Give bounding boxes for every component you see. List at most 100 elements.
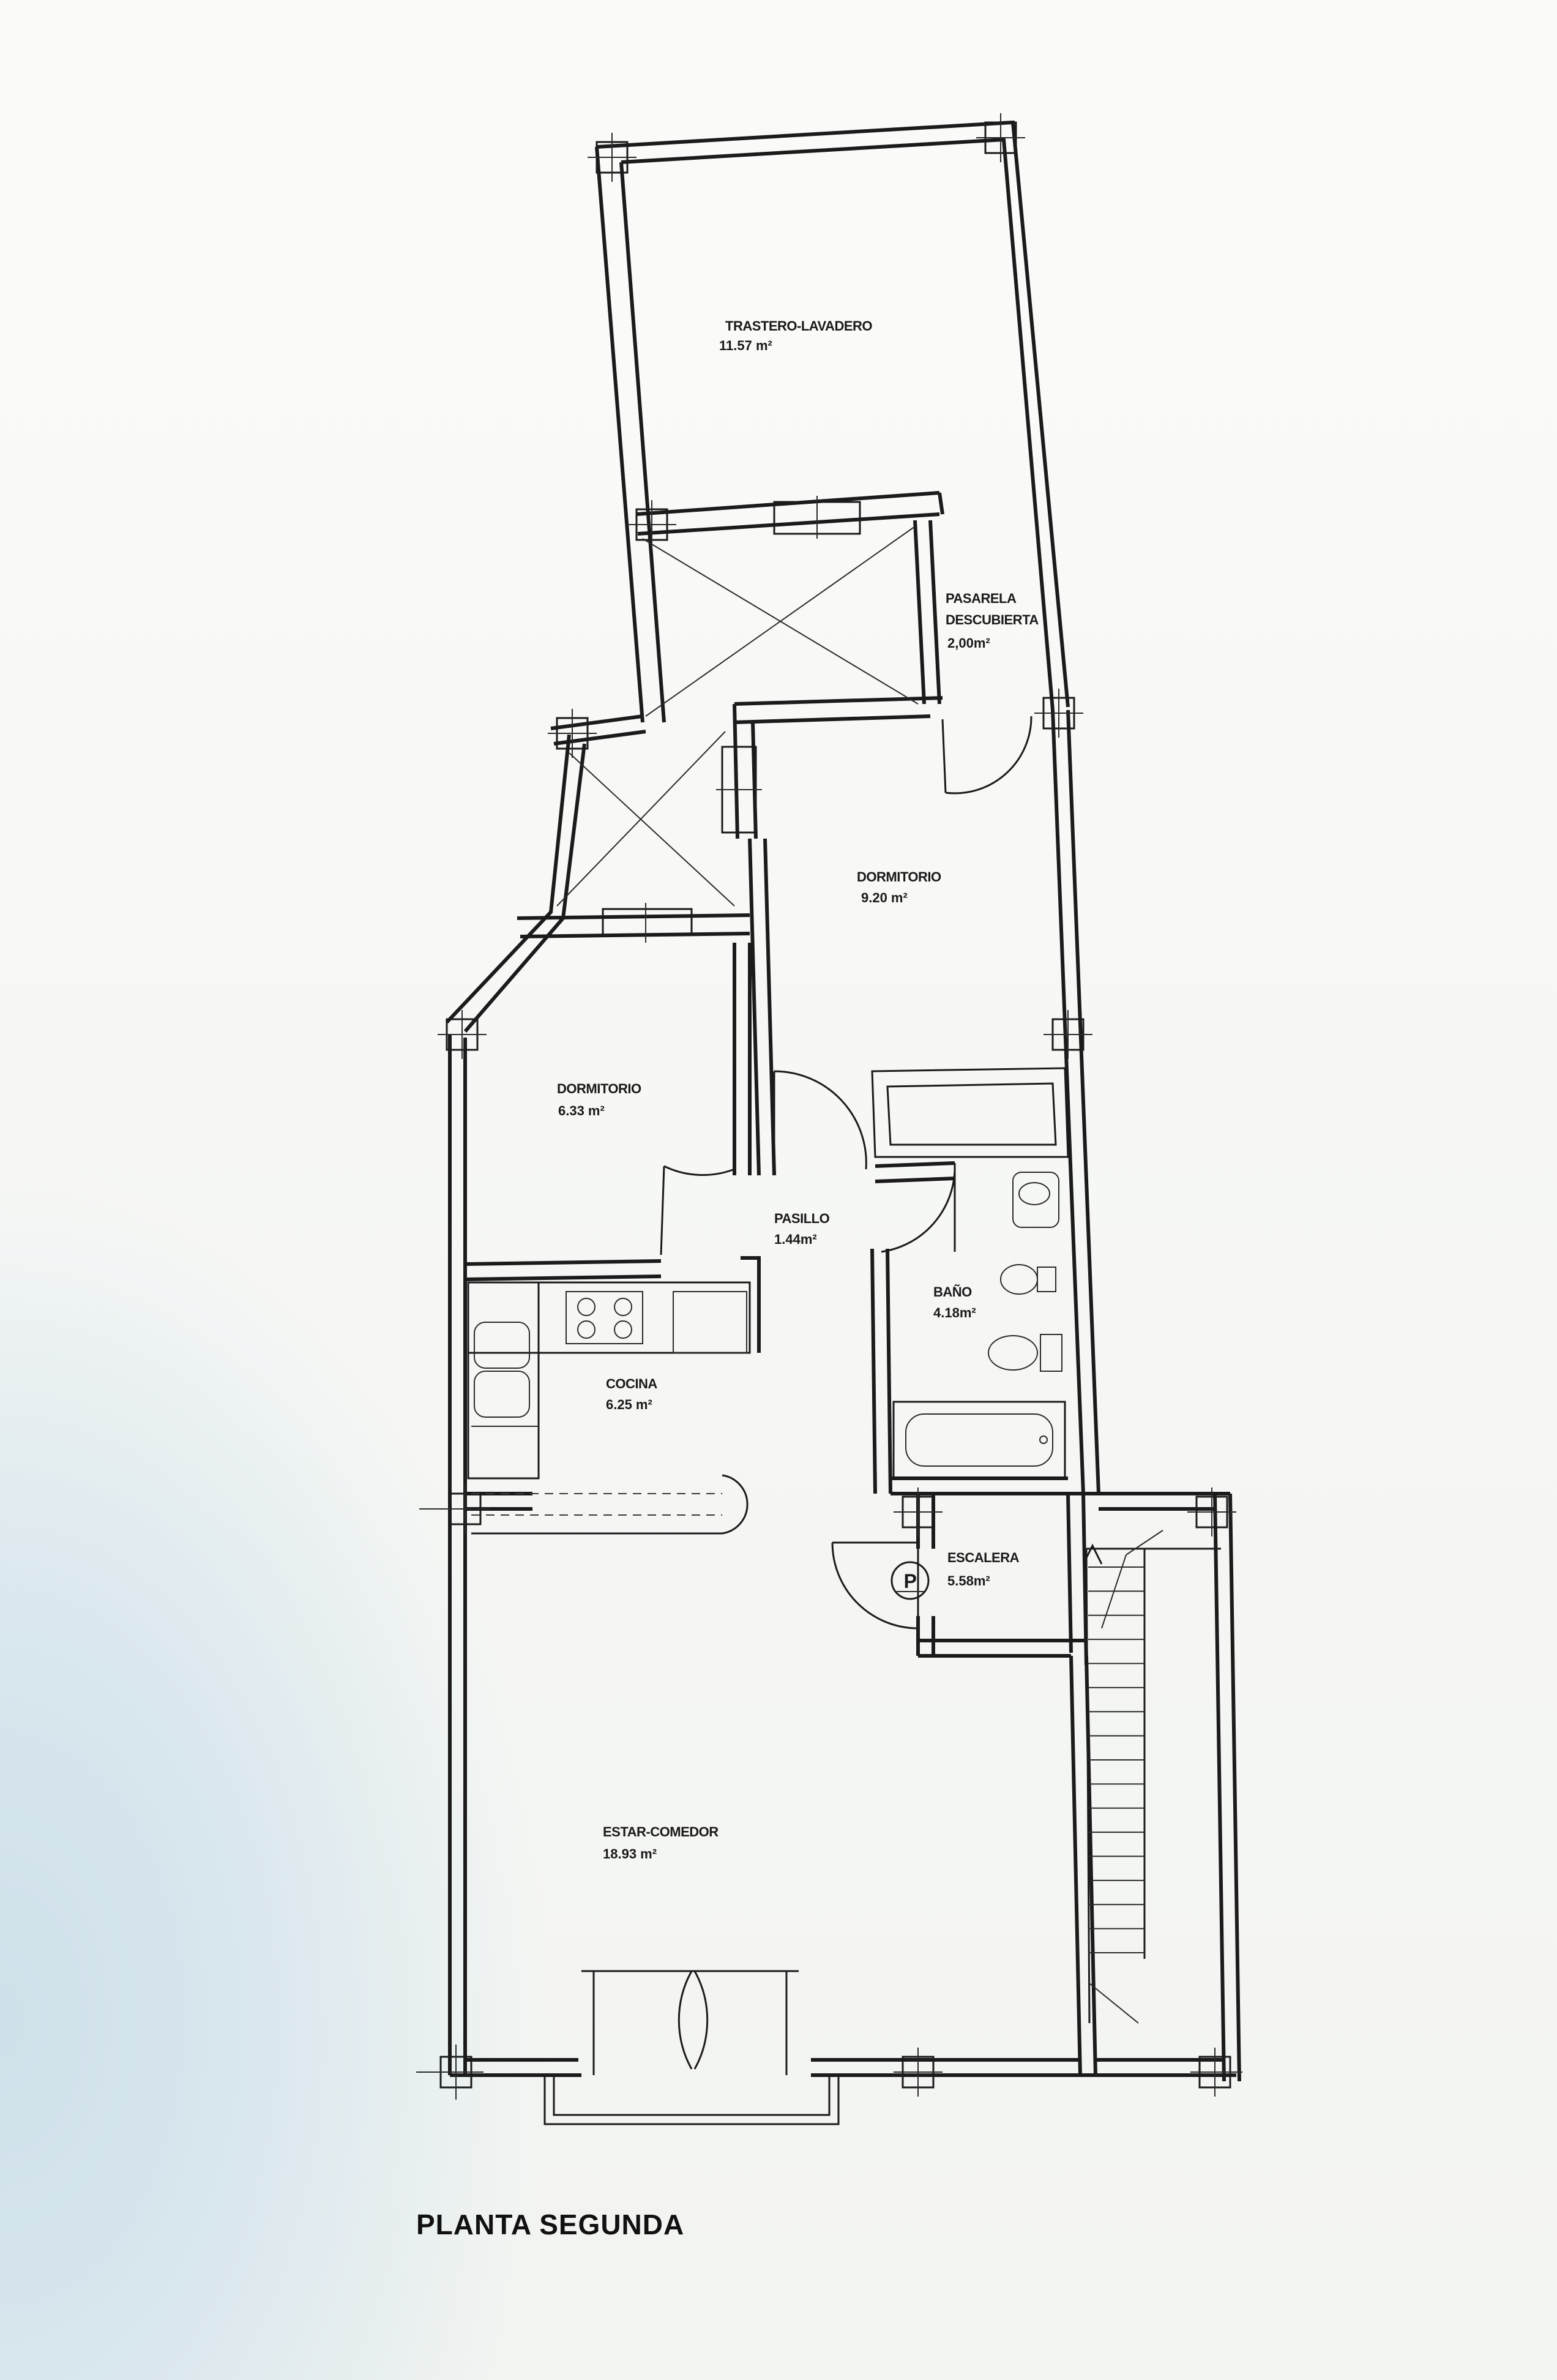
- room-estar: ESTAR-COMEDOR 18.93 m²: [603, 1824, 719, 1862]
- windows: [543, 496, 861, 2125]
- room-area: 2,00m²: [947, 635, 990, 651]
- balcony-door-frame: [581, 1970, 799, 2075]
- pasarela-walls: [733, 520, 943, 839]
- door-dormitorio2: [660, 1165, 735, 1255]
- stair-arrow: [1089, 1530, 1163, 2024]
- washbasin: [1012, 1172, 1059, 1228]
- kitchen-counter: [467, 1281, 751, 1354]
- room-area: 1.44m²: [774, 1232, 817, 1247]
- kitchen-bar: [471, 1493, 722, 1516]
- pillar: [548, 709, 597, 758]
- escalera-south-wall: [918, 1639, 1097, 2076]
- pillar: [627, 500, 676, 549]
- room-labels: TRASTERO-LAVADERO 11.57 m² PASARELA DESC…: [557, 318, 1039, 1862]
- room-name: ESCALERA: [947, 1550, 1020, 1565]
- room-name: PASILLO: [774, 1211, 830, 1226]
- toilet-tank: [1040, 1334, 1062, 1372]
- door-balcony: [594, 1970, 786, 2070]
- room-pasillo: PASILLO 1.44m²: [774, 1211, 830, 1247]
- dormitorio2-east-wall: [733, 943, 752, 1175]
- room-area: 9.20 m²: [861, 890, 908, 905]
- left-exterior-wall: [448, 1035, 467, 2075]
- room-name-line2: DESCUBIERTA: [946, 612, 1039, 627]
- burner: [614, 1298, 632, 1316]
- diagonal-west-wall: [445, 714, 646, 1033]
- room-cocina: COCINA 6.25 m²: [606, 1376, 658, 1412]
- pillar: [419, 1484, 490, 1533]
- room-name: DORMITORIO: [857, 869, 941, 885]
- pillar: [1034, 689, 1083, 738]
- pillar: [976, 113, 1025, 162]
- room-area: 4.18m²: [933, 1305, 976, 1320]
- toilet: [988, 1335, 1038, 1371]
- pillar: [1190, 2048, 1242, 2097]
- kitchen-counter-side: [467, 1281, 540, 1480]
- room-area: 6.25 m²: [606, 1397, 652, 1412]
- sink-basin: [474, 1371, 530, 1418]
- lift-letter: P: [904, 1570, 917, 1592]
- stair-arrowhead: [1082, 1543, 1103, 1565]
- pillar: [1044, 1010, 1092, 1059]
- pillar: [1187, 1488, 1236, 1536]
- escalera-west-wall: [916, 1494, 935, 1656]
- bano-north-wall: [875, 1161, 955, 1183]
- window: [602, 908, 693, 936]
- stair-enclosure: [1066, 1492, 1241, 2082]
- door-bano: [881, 1163, 956, 1253]
- door-escalera: [831, 1541, 919, 1630]
- pillar: [894, 1488, 943, 1536]
- trastero-bottom-wall: [636, 491, 944, 536]
- bathroom-fixtures: [892, 1172, 1066, 1480]
- bano-west-wall: [870, 1248, 892, 1494]
- room-pasarela: PASARELA DESCUBIERTA 2,00m²: [946, 591, 1039, 651]
- stair-steps: [1088, 1566, 1144, 1953]
- burner: [577, 1320, 596, 1339]
- bano-south-wall: [891, 1476, 1083, 1495]
- room-area: 6.33 m²: [558, 1103, 605, 1118]
- pillar: [416, 2045, 484, 2100]
- room-name: PASARELA: [946, 591, 1017, 606]
- uncovered-area: [556, 526, 919, 907]
- room-area: 11.57 m²: [719, 338, 772, 353]
- door-pasillo: [773, 1070, 867, 1170]
- dormitorio1-west-wall: [748, 838, 776, 1176]
- pillar: [894, 2048, 943, 2097]
- bathtub-inner: [905, 1413, 1053, 1467]
- pillar: [588, 133, 637, 182]
- fridge: [673, 1291, 747, 1353]
- room-name: COCINA: [606, 1376, 657, 1391]
- pillars: [416, 113, 1242, 2100]
- cocina-north-wall: [465, 1256, 761, 1353]
- washbasin-bowl: [1018, 1182, 1050, 1205]
- burner: [614, 1320, 632, 1339]
- room-area: 18.93 m²: [603, 1846, 657, 1862]
- bathtub: [892, 1401, 1066, 1480]
- stove: [566, 1291, 643, 1344]
- room-name: ESTAR-COMEDOR: [603, 1824, 719, 1839]
- cocina-south-wall: [465, 1492, 532, 1511]
- door-dormitorio1: [941, 716, 1032, 795]
- lift-symbol: P: [891, 1561, 930, 1600]
- bano-closet: [871, 1067, 1069, 1158]
- right-exterior-wall: [1051, 709, 1100, 1494]
- trastero-walls: [595, 120, 1070, 723]
- staircase: [1082, 1530, 1221, 2024]
- room-area: 5.58m²: [947, 1573, 990, 1589]
- room-bano: BAÑO 4.18m²: [933, 1284, 976, 1320]
- sink-basin: [474, 1322, 530, 1369]
- doors: [594, 716, 1032, 2070]
- kitchen-fixtures: [467, 1281, 751, 1535]
- pillar: [438, 1010, 487, 1059]
- room-name: TRASTERO-LAVADERO: [725, 318, 872, 334]
- south-exterior-wall: [450, 2058, 1236, 2077]
- burner: [577, 1298, 596, 1316]
- balcony: [543, 2075, 840, 2125]
- room-name: BAÑO: [933, 1284, 972, 1300]
- plan-title: PLANTA SEGUNDA: [416, 2209, 684, 2240]
- room-escalera: ESCALERA 5.58m²: [947, 1550, 1020, 1589]
- room-trastero: TRASTERO-LAVADERO 11.57 m²: [719, 318, 873, 353]
- room-name: DORMITORIO: [557, 1081, 641, 1096]
- room-dormitorio1: DORMITORIO 9.20 m²: [857, 869, 941, 905]
